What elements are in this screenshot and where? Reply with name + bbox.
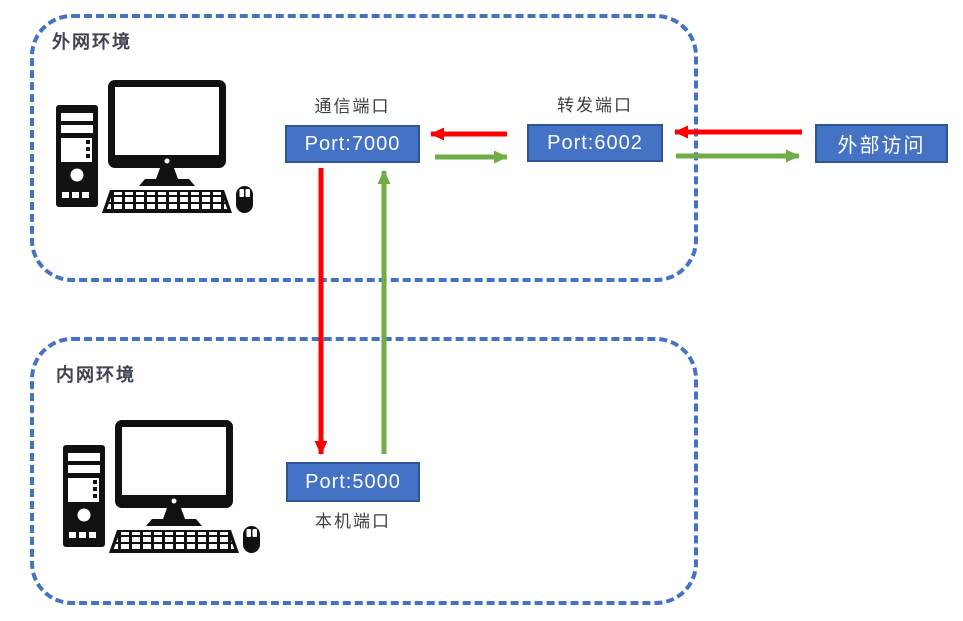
comm-port-label: 通信端口 [314,97,391,116]
zone-title-external: 外网环境 [52,32,132,52]
local-port-node: Port:5000 [286,462,420,502]
forward-port-label: 转发端口 [557,96,633,115]
forward-port-node: Port:6002 [527,124,663,162]
local-port-label: 本机端口 [315,512,391,531]
comm-port-node: Port:7000 [285,125,420,163]
zone-internal-network [30,337,698,605]
desktop-computer-icon [55,418,260,556]
zone-title-internal: 内网环境 [56,365,136,385]
desktop-computer-icon [48,78,253,216]
zone-external-network [30,14,698,282]
external-access-node: 外部访问 [815,124,948,163]
